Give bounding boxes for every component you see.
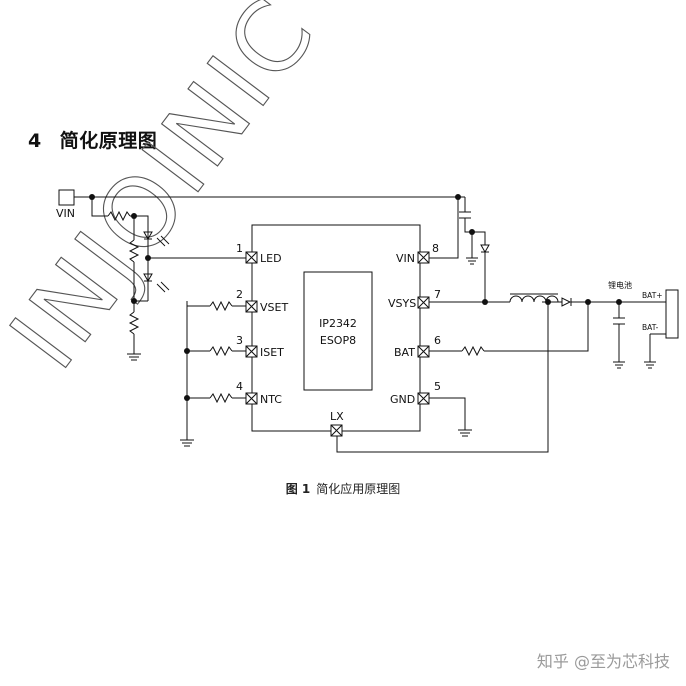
pin-vsys: 7 VSYS (388, 288, 441, 310)
schottky-diode-vertical (480, 244, 490, 254)
vin-label: VIN (56, 207, 75, 220)
gnd-left-top (127, 353, 141, 361)
divider-resistor-top (128, 239, 140, 263)
led-diode-1 (143, 231, 153, 241)
vset-resistor (209, 300, 233, 312)
node-ntc (184, 395, 190, 401)
pin-2-num: 2 (236, 288, 243, 301)
vset-pin-wire (186, 301, 246, 307)
pin-2-name: VSET (260, 301, 288, 314)
inductor (509, 295, 559, 303)
vin-cap-wire (464, 197, 486, 245)
chip-package: ESOP8 (320, 334, 356, 347)
section-number: 4 (28, 130, 42, 152)
pin-bat: 6 BAT (394, 334, 441, 359)
gnd-battery (644, 361, 656, 369)
pin-4-name: NTC (260, 393, 282, 406)
divider-resistor-bottom (128, 311, 140, 335)
iset-resistor (209, 345, 233, 357)
pin-6-num: 6 (434, 334, 441, 347)
bat-minus-label: BAT- (642, 323, 659, 332)
schottky-diode-vertical-bar (481, 251, 489, 302)
gnd-left-bottom (180, 439, 194, 447)
pin-vin: 8 VIN (396, 242, 439, 265)
pin-8-num: 8 (432, 242, 439, 255)
pin-7-name: VSYS (388, 297, 416, 310)
gnd-vin-cap (466, 257, 478, 265)
pin-3-num: 3 (236, 334, 243, 347)
battery-cell (665, 289, 679, 339)
bat-resistor (461, 345, 485, 357)
led-arrows-2 (156, 281, 170, 293)
pin-gnd: 5 GND (390, 380, 441, 406)
led-resistor-symbol (107, 210, 131, 222)
battery-minus-wire (649, 333, 666, 362)
output-diode-bar (570, 298, 640, 306)
node-lx (545, 299, 551, 305)
led-branch-wire (91, 197, 108, 217)
chip-part: IP2342 (319, 317, 357, 330)
pin-8-name: VIN (396, 252, 415, 265)
chip-core (303, 271, 373, 391)
figure-caption: 图 1 简化应用原理图 (0, 480, 686, 497)
pin-5-name: GND (390, 393, 415, 406)
battery-label: 锂电池 (608, 280, 632, 290)
led-arrows-1 (156, 235, 170, 247)
pin-1-num: 1 (236, 242, 243, 255)
node-cap (469, 229, 475, 235)
gnd-chip (458, 429, 472, 437)
bat-return-wire (484, 302, 589, 352)
section-title: 简化原理图 (59, 130, 158, 152)
pin-3-name: ISET (260, 346, 284, 359)
node-vsys (482, 299, 488, 305)
vin-pin-wire (429, 197, 459, 259)
vin-terminal (58, 189, 75, 206)
bat-plus-label: BAT+ (642, 291, 663, 300)
section-heading: 4 简化原理图 (28, 126, 157, 153)
output-diode (561, 297, 572, 307)
pin-6-name: BAT (394, 346, 415, 359)
pin-led: 1 LED (236, 242, 282, 265)
gnd-pin-wire (429, 397, 466, 430)
pin-5-num: 5 (434, 380, 441, 393)
gnd-bat-cap (613, 361, 625, 369)
node-iset (184, 348, 190, 354)
ntc-resistor (209, 392, 233, 404)
vin-cap (459, 211, 471, 219)
figure-title: 简化应用原理图 (316, 482, 401, 496)
pin-7-num: 7 (434, 288, 441, 301)
pin-1-name: LED (260, 252, 282, 265)
pin-lx-name: LX (330, 410, 344, 423)
pin-iset: 3 ISET (236, 334, 284, 359)
pin-4-num: 4 (236, 380, 243, 393)
bat-cap (613, 317, 625, 325)
credit-watermark: 知乎 @至为芯科技 (536, 652, 670, 671)
figure-number: 图 1 (285, 482, 311, 496)
pin-vset: 2 VSET (236, 288, 288, 314)
